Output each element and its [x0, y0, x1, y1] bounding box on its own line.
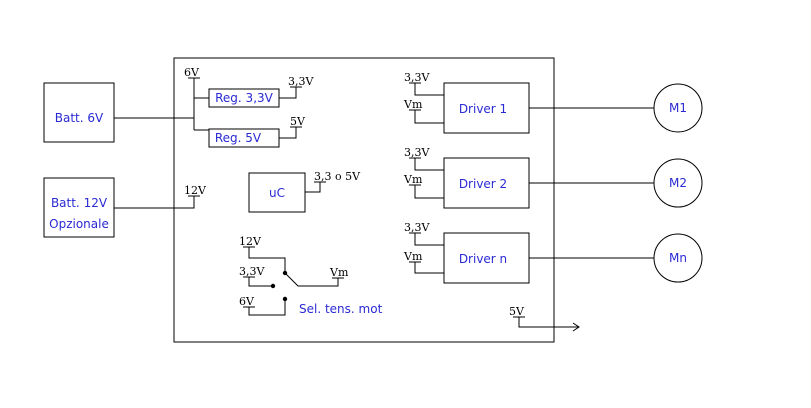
- driver-n-label: Driver n: [459, 252, 507, 266]
- wire-reg5-out: [279, 126, 302, 139]
- motor-n: [653, 233, 703, 283]
- selector-contact-6v: [282, 296, 288, 302]
- selector-12v-wire: [243, 246, 286, 271]
- regulator-3v3-label: Reg. 3,3V: [215, 91, 274, 105]
- battery-12v-label: Batt. 12V: [51, 196, 108, 210]
- driver-n-motor-supply-wire: [409, 261, 444, 274]
- selector-6v-wire: [243, 300, 286, 316]
- selector-out-label: Vm: [329, 266, 349, 279]
- rail-6v: [188, 77, 200, 130]
- driver-1-label: Driver 1: [459, 102, 507, 116]
- output-5v-label: 5V: [509, 305, 525, 318]
- selector-3v3-label: 3,3V: [239, 265, 265, 278]
- selector-6v-label: 6V: [239, 295, 255, 308]
- driver-2-motor-supply-label: Vm: [403, 173, 423, 186]
- rail-6v-label: 6V: [184, 66, 200, 79]
- battery-6v-block: [43, 82, 115, 143]
- regulator-5v-label: Reg. 5V: [215, 131, 262, 145]
- motor-2-label: M2: [669, 176, 687, 190]
- selector-contact-3v3: [270, 283, 276, 289]
- battery-6v-label: Batt. 6V: [55, 111, 104, 125]
- battery-12v-optional-label: Opzionale: [49, 217, 109, 231]
- regulator-5v-out-label: 5V: [290, 115, 306, 128]
- driver-1-logic-wire: [409, 82, 444, 96]
- driver-n-logic-label: 3,3V: [404, 221, 430, 234]
- motor-2: [653, 158, 703, 208]
- microcontroller-label: uC: [269, 186, 285, 200]
- driver-1-logic-label: 3,3V: [404, 71, 430, 84]
- driver-n-logic-wire: [409, 232, 444, 246]
- driver-2-motor-supply-wire: [409, 184, 444, 199]
- driver-n-block: [443, 232, 530, 284]
- battery-12v-block: [43, 177, 115, 238]
- driver-2-block: [443, 157, 530, 209]
- uc-supply-label: 3,3 o 5V: [314, 170, 361, 183]
- rail-12v: [114, 195, 200, 209]
- motor-1-label: M1: [669, 101, 687, 115]
- regulator-3v3-out-label: 3,3V: [288, 75, 314, 88]
- driver-n-motor-supply-label: Vm: [403, 250, 423, 263]
- driver-2-label: Driver 2: [459, 177, 507, 191]
- motor-n-label: Mn: [669, 251, 687, 265]
- wire-reg33-out: [279, 86, 302, 99]
- motor-1: [653, 83, 703, 133]
- driver-1-motor-supply-label: Vm: [403, 98, 423, 111]
- driver-2-logic-wire: [409, 157, 444, 171]
- driver-1-motor-supply-wire: [409, 109, 444, 124]
- output-5v-arrow: [513, 316, 580, 332]
- selector-label: Sel. tens. mot: [299, 302, 383, 316]
- selector-3v3-wire: [243, 276, 273, 287]
- selector-12v-label: 12V: [239, 235, 262, 248]
- wire-uc-supply: [305, 181, 326, 193]
- selector-output-wire: [284, 272, 344, 287]
- wire-to-regulators: [194, 97, 209, 131]
- driver-2-logic-label: 3,3V: [404, 146, 430, 159]
- rail-12v-label: 12V: [184, 184, 207, 197]
